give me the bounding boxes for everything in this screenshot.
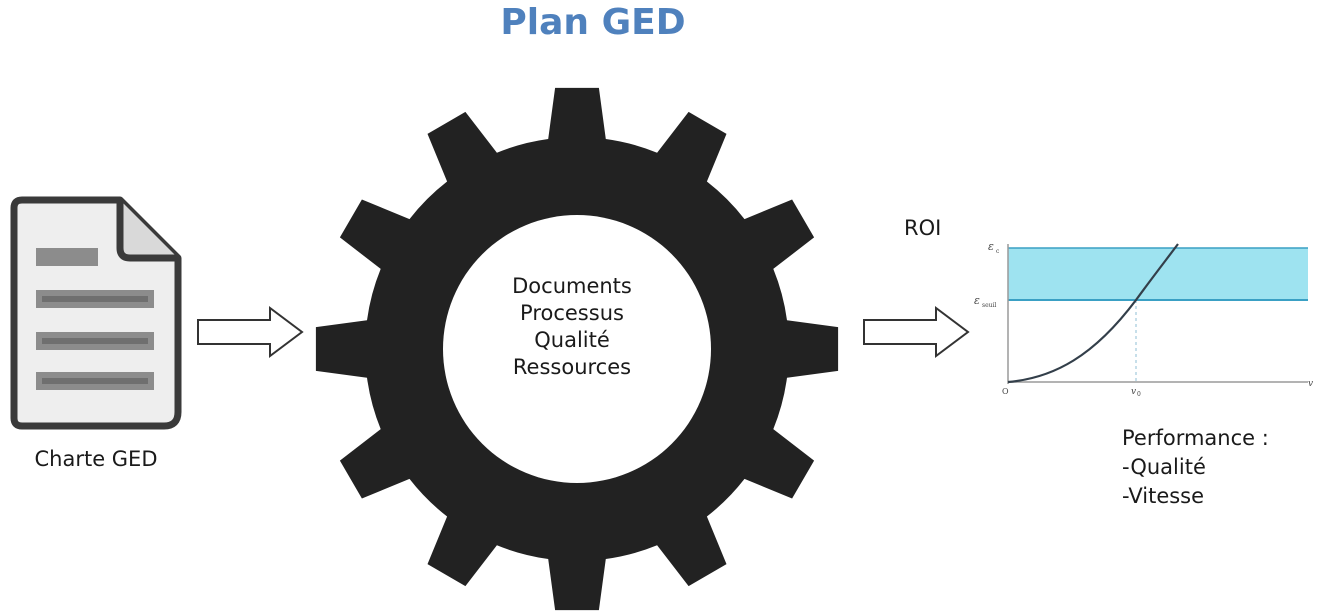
x-marker-label: v — [1131, 387, 1136, 397]
gear-item-qualite: Qualité — [534, 328, 610, 352]
y-threshold-label: ε — [974, 294, 980, 307]
x-axis-label: v — [1308, 379, 1313, 389]
gear-icon — [315, 87, 839, 611]
diagram-title: Plan GED — [500, 2, 686, 43]
y-top-sub: c — [996, 248, 1000, 255]
roi-label: ROI — [904, 216, 942, 240]
performance-block: Performance : -Qualité -Vitesse — [1122, 424, 1269, 511]
origin-label: O — [1002, 387, 1009, 396]
y-top-label: ε — [988, 240, 994, 253]
gear-center-text: Documents Processus Qualité Ressources — [442, 273, 702, 381]
y-threshold-sub: seuil — [982, 302, 996, 309]
performance-item-qualite: -Qualité — [1122, 455, 1206, 479]
document-label: Charte GED — [34, 447, 158, 471]
gear-item-processus: Processus — [520, 301, 624, 325]
arrow-right-icon — [197, 306, 304, 358]
document-icon — [10, 196, 182, 430]
roi-chart: ε c ε seuil O v 0 v — [974, 240, 1313, 398]
roi-curve — [1007, 243, 1179, 384]
arrow-right-icon-2 — [863, 306, 970, 358]
roi-band — [1008, 248, 1308, 300]
performance-item-vitesse: -Vitesse — [1122, 484, 1205, 508]
gear-item-ressources: Ressources — [512, 355, 632, 379]
x-marker-sub: 0 — [1137, 391, 1141, 398]
performance-heading: Performance : — [1122, 426, 1269, 450]
gear-item-documents: Documents — [512, 274, 632, 298]
